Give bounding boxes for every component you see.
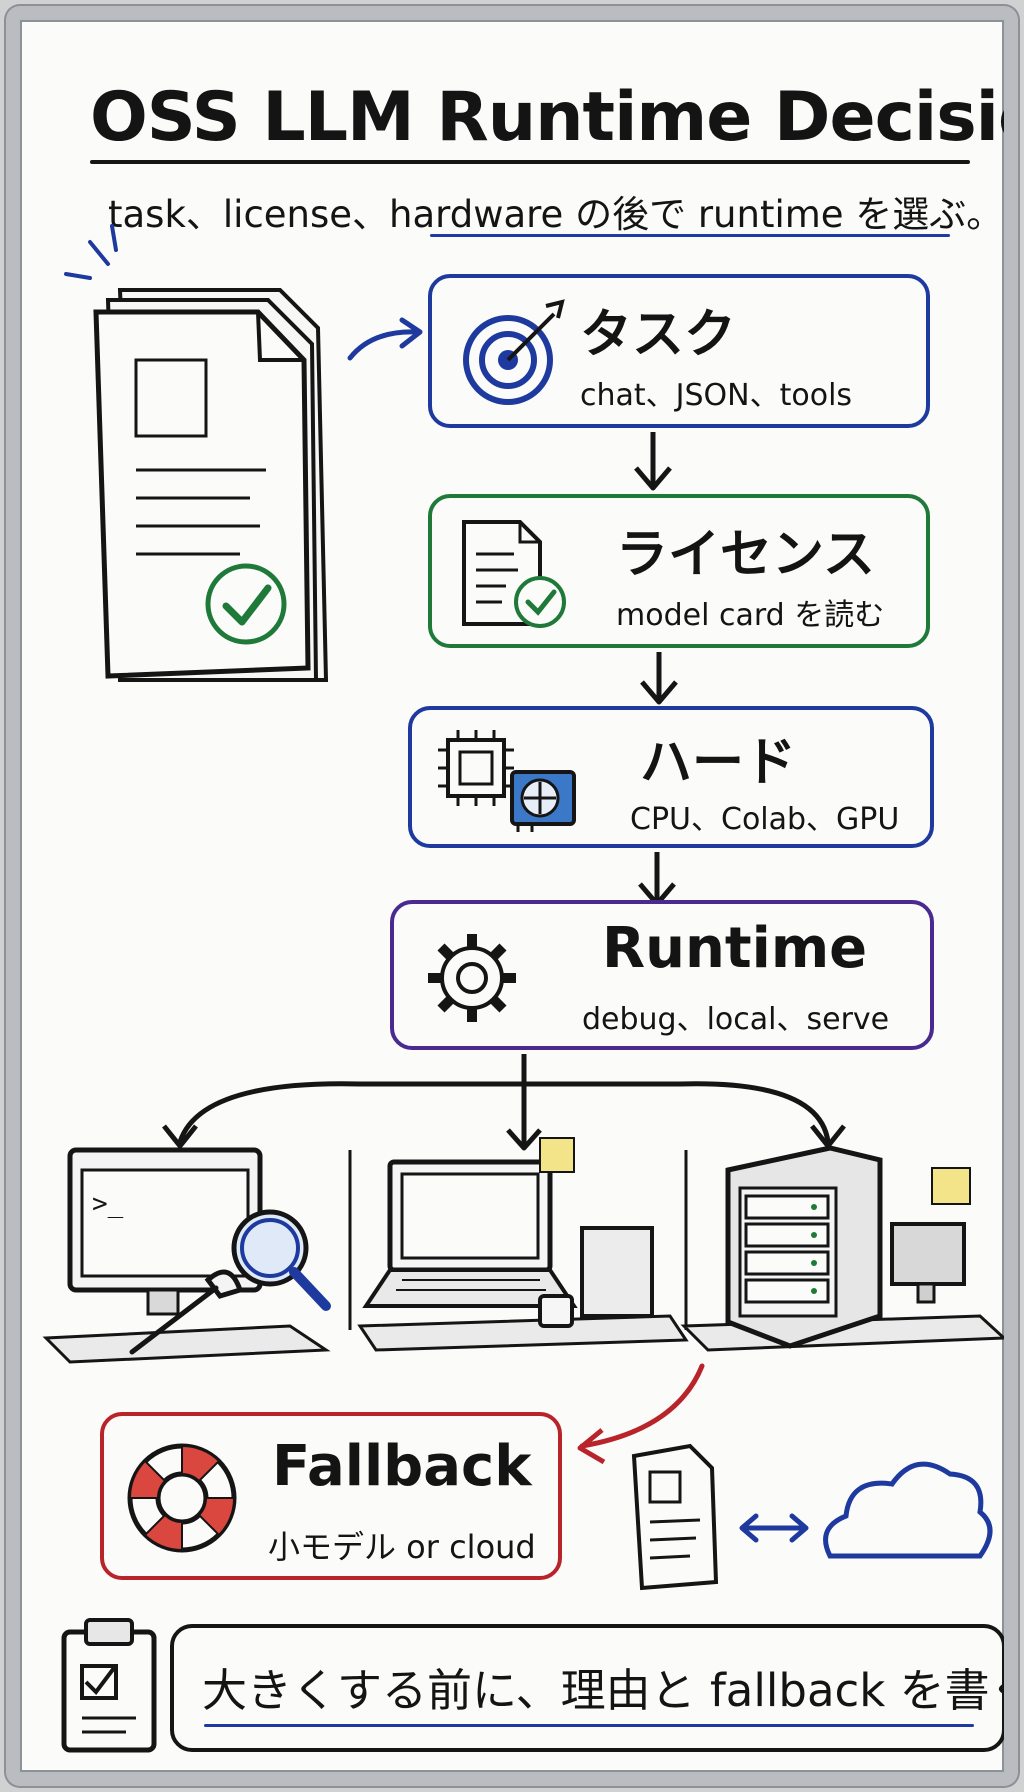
step-runtime-sub: debug、local、serve [582,1002,890,1037]
step-hardware-label: ハード [640,733,797,793]
subtitle: task、license、hardware の後で runtime を選ぶ。 [108,193,1004,236]
whiteboard: OSS LLM Runtime Decision task、license、ha… [6,6,1018,1786]
page-title: OSS LLM Runtime Decision [90,78,1018,157]
step-license: ライセンス model card を読む [428,494,930,648]
arrow-docs-to-task [347,317,423,361]
step-license-label: ライセンス [616,525,875,585]
step-hardware: ハード CPU、Colab、GPU [408,706,934,848]
arrow-to-fallback [577,1363,705,1465]
lifebuoy-icon [127,1443,237,1553]
document-stack-icon [64,224,329,682]
subtitle-underline [430,234,950,237]
step-runtime: Runtime debug、local、serve [390,900,934,1050]
step-hardware-sub: CPU、Colab、GPU [630,802,900,837]
fallback-label: Fallback [272,1434,532,1499]
fallback-box: Fallback 小モデル or cloud [100,1412,562,1580]
step-task-sub: chat、JSON、tools [580,378,853,413]
footer-box: 大きくする前に、理由と fallback を書く。 [170,1624,1004,1752]
step-task: タスク chat、JSON、tools [428,274,930,428]
debug-terminal-scene: >_ [42,1147,331,1364]
arrow-down-1 [634,432,672,491]
footer-text: 大きくする前に、理由と fallback を書く。 [202,1664,1018,1717]
gear-icon [428,934,516,1022]
server-rack-scene [680,1145,1004,1352]
fallback-sub: 小モデル or cloud [268,1528,536,1566]
step-license-sub: model card を読む [616,598,885,633]
clipboard-check-icon [61,1618,157,1753]
doc-cloud-exchange [631,1443,993,1591]
svg-text:>_: >_ [92,1189,124,1219]
document-check-icon [462,520,566,628]
cpu-gpu-icon [438,730,576,832]
title-underline [90,160,970,164]
footer-underline [204,1724,974,1727]
arrow-down-2 [640,652,678,705]
step-runtime-label: Runtime [602,916,868,981]
target-icon [463,299,565,405]
local-laptop-scene [348,1137,689,1352]
step-task-label: タスク [580,305,737,365]
